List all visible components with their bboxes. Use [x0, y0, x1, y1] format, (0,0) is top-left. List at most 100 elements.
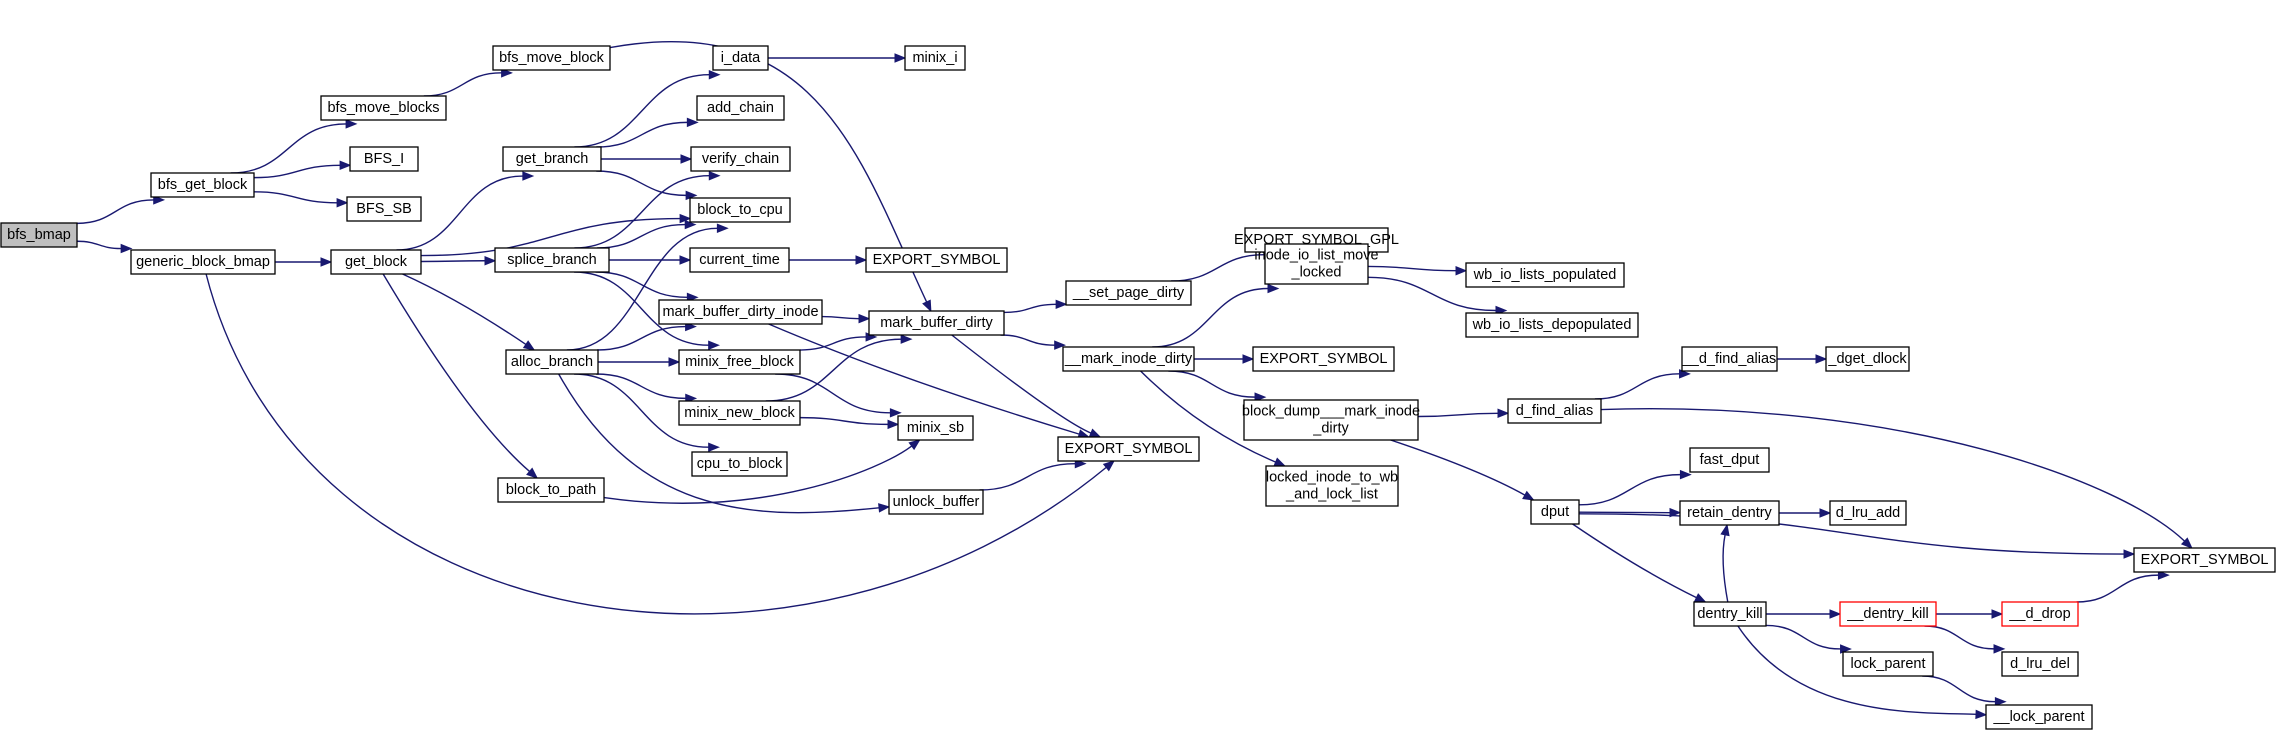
node-locked_inode_to_wb_and_lock_list[interactable]: locked_inode_to_wb_and_lock_list	[1265, 465, 1399, 507]
node-box[interactable]	[1839, 601, 1937, 627]
node-box[interactable]	[494, 247, 610, 273]
node-box[interactable]	[1065, 280, 1192, 306]
node-box[interactable]	[689, 247, 790, 273]
node-box[interactable]	[1243, 399, 1419, 441]
node-mark_buffer_dirty_inode[interactable]: mark_buffer_dirty_inode	[658, 299, 823, 325]
node-fast_dput[interactable]: fast_dput	[1689, 447, 1770, 473]
node-box[interactable]	[1057, 436, 1200, 462]
node-d_drop_inner[interactable]: __d_drop	[2001, 601, 2079, 627]
node-splice_branch[interactable]: splice_branch	[494, 247, 610, 273]
node-export_symbol_a[interactable]: EXPORT_SYMBOL	[865, 247, 1008, 273]
node-box[interactable]	[346, 196, 422, 222]
node-box[interactable]	[868, 310, 1005, 336]
node-box[interactable]	[1264, 243, 1369, 285]
node-box[interactable]	[1985, 704, 2093, 730]
node-dentry_kill_inner[interactable]: __dentry_kill	[1839, 601, 1937, 627]
node-dput[interactable]: dput	[1530, 499, 1580, 525]
node-d_lru_add[interactable]: d_lru_add	[1829, 500, 1907, 526]
node-box[interactable]	[658, 299, 823, 325]
node-box[interactable]	[888, 489, 984, 515]
node-set_page_dirty[interactable]: __set_page_dirty	[1065, 280, 1192, 306]
node-box[interactable]	[2133, 547, 2276, 573]
node-bfs_move_blocks[interactable]: bfs_move_blocks	[320, 95, 447, 121]
node-box[interactable]	[1825, 346, 1910, 372]
node-box[interactable]	[1252, 346, 1395, 372]
node-box[interactable]	[2001, 651, 2079, 677]
node-minix_sb[interactable]: minix_sb	[897, 415, 974, 441]
node-get_block[interactable]: get_block	[330, 249, 422, 275]
node-dentry_kill[interactable]: dentry_kill	[1693, 601, 1767, 627]
node-box[interactable]	[1829, 500, 1907, 526]
node-box[interactable]	[1689, 447, 1770, 473]
node-box[interactable]	[320, 95, 447, 121]
node-bfs_bmap[interactable]: bfs_bmap	[0, 222, 78, 248]
node-inode_io_list_move_locked[interactable]: inode_io_list_move_locked	[1254, 243, 1379, 285]
node-get_branch[interactable]: get_branch	[502, 146, 602, 172]
node-wb_io_lists_depopulated[interactable]: wb_io_lists_depopulated	[1465, 312, 1639, 338]
node-d_find_alias_inner[interactable]: __d_find_alias	[1681, 346, 1778, 372]
node-box[interactable]	[897, 415, 974, 441]
node-minix_free_block[interactable]: minix_free_block	[678, 349, 801, 375]
node-box[interactable]	[492, 45, 611, 71]
node-box[interactable]	[130, 249, 276, 275]
node-box[interactable]	[1465, 312, 1639, 338]
node-add_chain[interactable]: add_chain	[696, 95, 785, 121]
node-unlock_buffer[interactable]: unlock_buffer	[888, 489, 984, 515]
node-export_symbol_d[interactable]: EXPORT_SYMBOL	[2133, 547, 2276, 573]
node-lock_parent_inner[interactable]: __lock_parent	[1985, 704, 2093, 730]
node-d_find_alias[interactable]: d_find_alias	[1507, 398, 1602, 424]
node-minix_i[interactable]: minix_i	[904, 45, 966, 71]
node-box[interactable]	[150, 172, 255, 198]
node-bfs_get_block[interactable]: bfs_get_block	[150, 172, 255, 198]
node-generic_block_bmap[interactable]: generic_block_bmap	[130, 249, 276, 275]
node-dget_dlock[interactable]: _dget_dlock	[1825, 346, 1910, 372]
node-box[interactable]	[690, 146, 791, 172]
node-box[interactable]	[505, 349, 599, 375]
node-box[interactable]	[502, 146, 602, 172]
node-verify_chain[interactable]: verify_chain	[690, 146, 791, 172]
node-box[interactable]	[2001, 601, 2079, 627]
node-box[interactable]	[678, 349, 801, 375]
node-cpu_to_block[interactable]: cpu_to_block	[691, 451, 788, 477]
node-BFS_I[interactable]: BFS_I	[349, 146, 419, 172]
node-box[interactable]	[1265, 465, 1399, 507]
node-box[interactable]	[1507, 398, 1602, 424]
node-box[interactable]	[696, 95, 785, 121]
node-retain_dentry[interactable]: retain_dentry	[1679, 500, 1780, 526]
node-box[interactable]	[678, 400, 801, 426]
node-box[interactable]	[691, 451, 788, 477]
node-box[interactable]	[904, 45, 966, 71]
node-lock_parent[interactable]: lock_parent	[1842, 651, 1934, 677]
node-box[interactable]	[865, 247, 1008, 273]
node-box[interactable]	[497, 477, 605, 503]
node-box[interactable]	[349, 146, 419, 172]
node-box[interactable]	[1693, 601, 1767, 627]
node-box[interactable]	[330, 249, 422, 275]
node-export_symbol_b[interactable]: EXPORT_SYMBOL	[1057, 436, 1200, 462]
node-alloc_branch[interactable]: alloc_branch	[505, 349, 599, 375]
node-box[interactable]	[1679, 500, 1780, 526]
edge-arrowhead	[1055, 299, 1068, 310]
node-block_dump_mark_inode_dirty[interactable]: block_dump___mark_inode_dirty	[1242, 399, 1420, 441]
node-box[interactable]	[1062, 346, 1195, 372]
node-mark_buffer_dirty[interactable]: mark_buffer_dirty	[868, 310, 1005, 336]
node-box[interactable]	[1681, 346, 1778, 372]
node-block_to_path[interactable]: block_to_path	[497, 477, 605, 503]
node-box[interactable]	[1842, 651, 1934, 677]
node-export_symbol_c[interactable]: EXPORT_SYMBOL	[1252, 346, 1395, 372]
node-mark_inode_dirty[interactable]: __mark_inode_dirty	[1062, 346, 1195, 372]
node-minix_new_block[interactable]: minix_new_block	[678, 400, 801, 426]
node-block_to_cpu[interactable]: block_to_cpu	[689, 197, 791, 223]
node-bfs_move_block[interactable]: bfs_move_block	[492, 45, 611, 71]
node-box[interactable]	[689, 197, 791, 223]
node-current_time[interactable]: current_time	[689, 247, 790, 273]
node-box[interactable]	[1530, 499, 1580, 525]
node-label: __lock_parent	[1992, 709, 2084, 725]
node-d_lru_del[interactable]: d_lru_del	[2001, 651, 2079, 677]
node-box[interactable]	[712, 45, 769, 71]
node-BFS_SB[interactable]: BFS_SB	[346, 196, 422, 222]
node-box[interactable]	[1465, 262, 1625, 288]
node-wb_io_lists_populated[interactable]: wb_io_lists_populated	[1465, 262, 1625, 288]
node-box[interactable]	[0, 222, 78, 248]
node-i_data[interactable]: i_data	[712, 45, 769, 71]
